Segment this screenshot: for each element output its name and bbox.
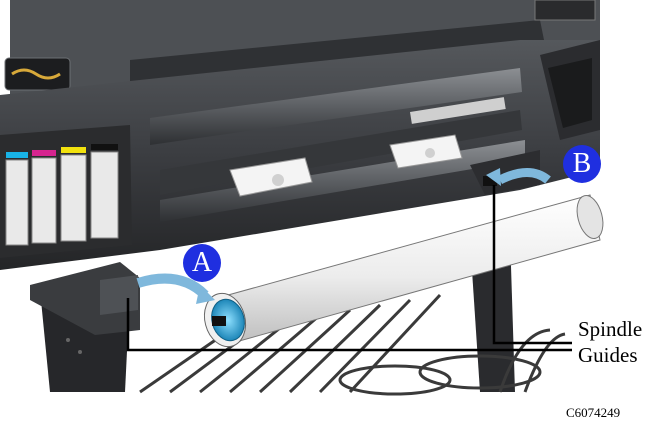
arrow-b — [497, 168, 551, 185]
ink-cartridge-1 — [5, 159, 29, 246]
arrow-a — [136, 273, 209, 299]
side-panel-recess — [548, 58, 592, 128]
logo-wave — [11, 68, 61, 80]
leader-lines — [126, 185, 572, 352]
label-strip — [410, 97, 506, 124]
stand-leg-right — [470, 235, 515, 392]
guides-label: Guides — [578, 343, 638, 367]
spindle-label: Spindle — [578, 317, 643, 341]
callout-a: A — [183, 244, 221, 282]
ink-cartridge-4 — [90, 151, 119, 239]
figure-code: C6074249 — [566, 405, 621, 420]
control-panel — [534, 0, 596, 21]
ink-cartridge-3 — [60, 154, 87, 242]
ink-cartridge-2 — [31, 157, 57, 244]
platen-bar-upper — [150, 68, 522, 145]
callout-b: B — [563, 145, 601, 183]
media-clip-left — [229, 157, 313, 197]
